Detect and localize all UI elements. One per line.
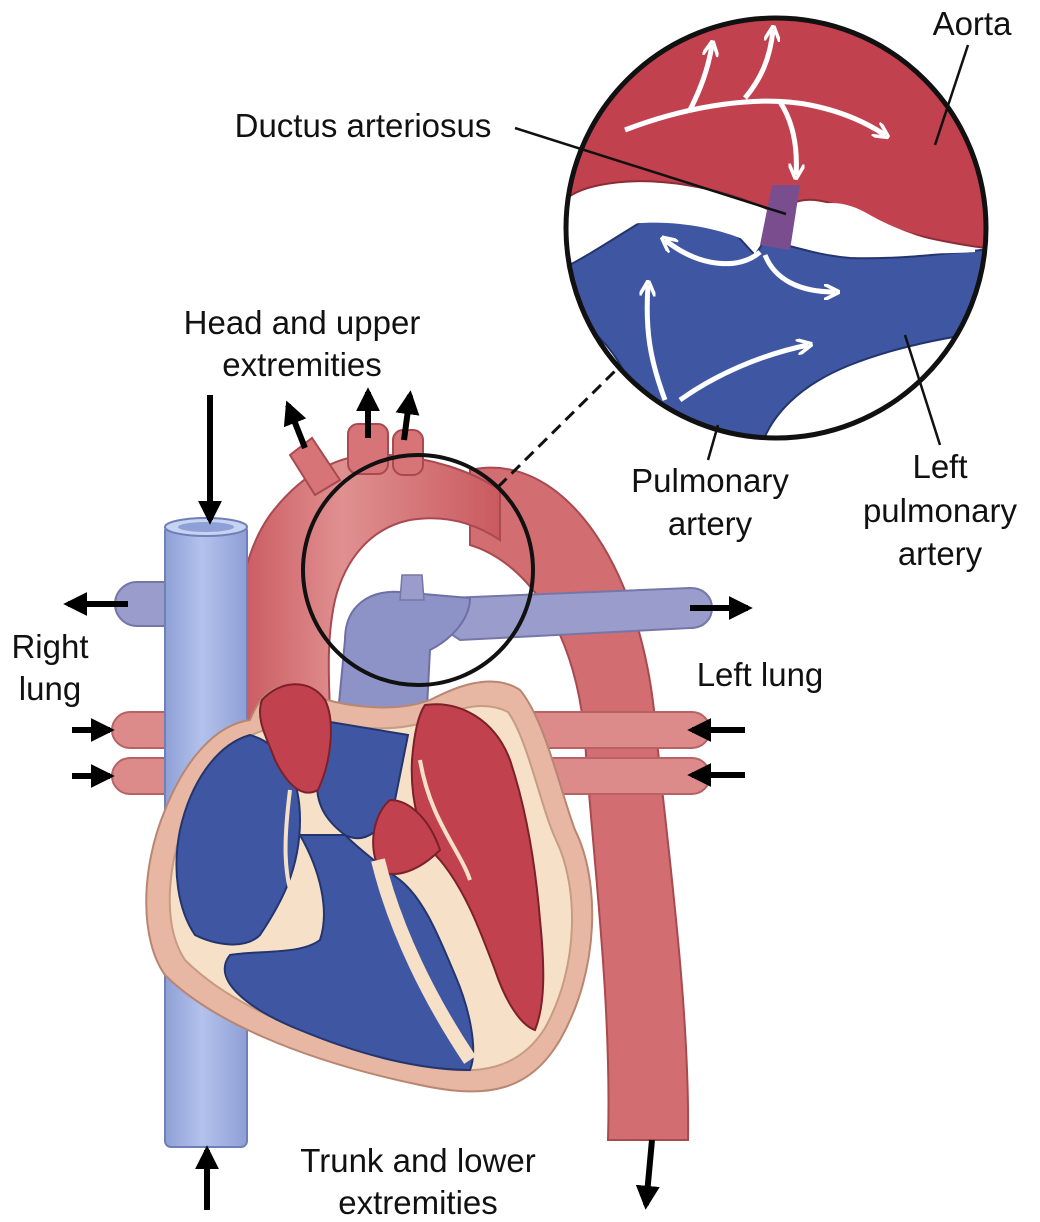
left-pulmonary-artery-label-line2: pulmonary (863, 492, 1018, 529)
pulmonary-artery-label-line2: artery (668, 505, 753, 542)
aorta-label: Aorta (933, 5, 1013, 42)
right-lung-label-line2: lung (19, 670, 81, 707)
inset-gap-right (800, 202, 975, 254)
left-pulmonary-artery-leader (903, 334, 942, 446)
head-upper-extremities-label-line1: Head and upper (184, 304, 421, 341)
inset-flow-arrow-left-pulmonary (678, 345, 808, 403)
left-ventricle-lower (372, 798, 442, 875)
inset-gap-left (590, 187, 755, 240)
inset-flow-arrow-aorta-up-2 (743, 30, 773, 100)
tricuspid-valve (283, 789, 302, 916)
inset-flow-arrow-pulmonary-curl (665, 240, 762, 267)
inset-flow-arrow-aorta-down (777, 100, 796, 175)
left-pulmonary-artery-label-line1: Left (912, 448, 967, 485)
ductus-arteriosus (399, 574, 425, 601)
magnifier-connector (496, 366, 620, 489)
left-atrium (259, 683, 332, 794)
left-ventricle (410, 703, 545, 1032)
descending-aorta (469, 466, 690, 1141)
head-arrow-1 (283, 400, 308, 450)
subclavian-branch (392, 429, 424, 476)
right-ventricle (223, 834, 475, 1072)
right-atrium (175, 733, 302, 946)
head-upper-extremities-label-line2: extremities (222, 346, 382, 383)
ductus-arteriosus-leader (514, 126, 787, 216)
descending-aorta-outflow-arrow (635, 1139, 660, 1210)
inset-flow-arrow-pulmonary-up (647, 285, 668, 401)
trunk-lower-extremities-label-line2: extremities (338, 1184, 498, 1221)
mitral-valve (418, 759, 472, 881)
pulmonary-artery-label-line1: Pulmonary (631, 462, 789, 499)
right-lung-label-line1: Right (11, 628, 88, 665)
left-pulmonary-artery-label-line3: artery (898, 535, 983, 572)
zoom-inset (566, 18, 986, 438)
ductus-arteriosus-label: Ductus arteriosus (235, 107, 492, 144)
vena-cava-lumen (178, 522, 234, 532)
head-arrow-3 (395, 390, 420, 441)
pulmonary-artery-leader (706, 424, 720, 461)
interventricular-septum (371, 858, 476, 1064)
inset-flow-arrow-pulmonary-right (762, 253, 835, 292)
inset-ductus-arteriosus (760, 185, 800, 250)
trunk-lower-extremities-label-line1: Trunk and lower (300, 1142, 535, 1179)
magnifier-focus-circle (301, 453, 535, 687)
aorta-leader (933, 44, 970, 146)
inset-flow-arrow-aorta-main (624, 98, 885, 135)
inset-flow-arrow-aorta-up-1 (687, 45, 712, 112)
left-lung-label: Left lung (697, 656, 824, 693)
zoom-inset-border (563, 15, 989, 441)
